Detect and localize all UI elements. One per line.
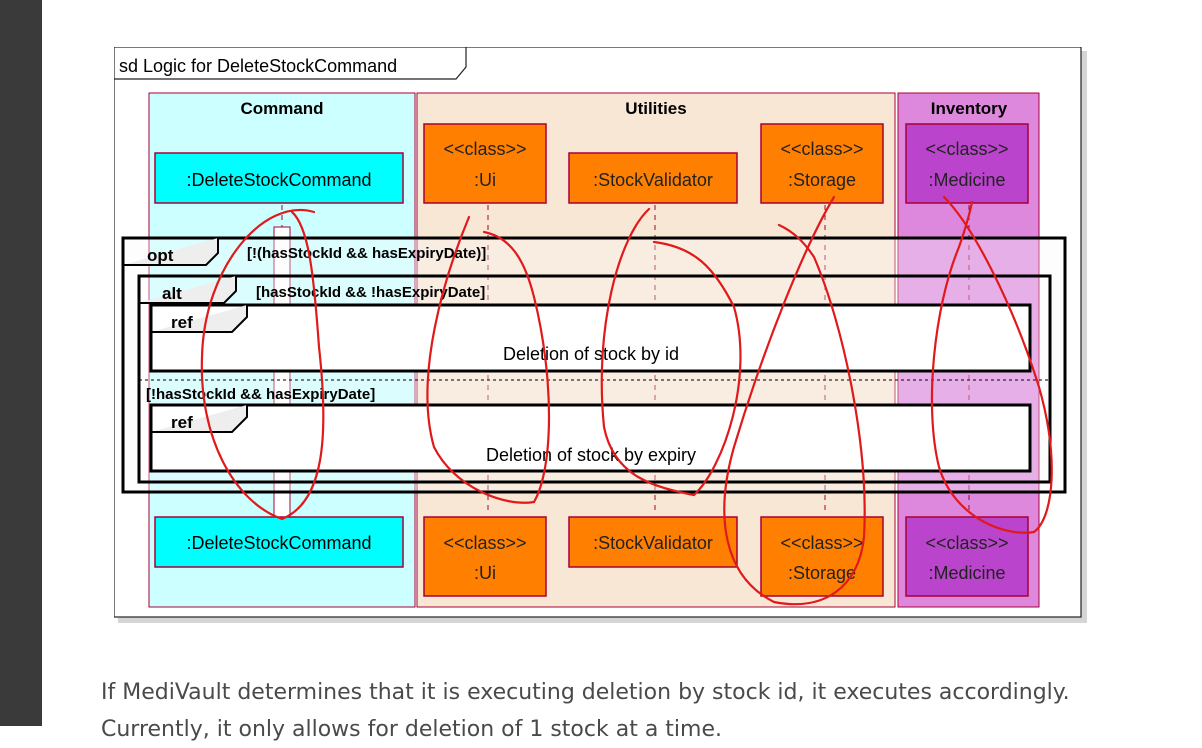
participant-label: :DeleteStockCommand (186, 533, 371, 553)
ref-keyword: ref (171, 313, 193, 332)
participant-stereotype: <<class>> (443, 533, 526, 553)
sequence-diagram: sd Logic for DeleteStockCommand Command … (114, 47, 1087, 623)
participant-ui-top (423, 123, 547, 204)
ref-keyword: ref (171, 413, 193, 432)
alt-fragment (137, 274, 1052, 484)
participant-label: :StockValidator (593, 170, 713, 190)
box-utilities-label: Utilities (625, 99, 686, 118)
participant-label: :DeleteStockCommand (186, 170, 371, 190)
participant-stereotype: <<class>> (925, 533, 1008, 553)
participant-storage-bottom (760, 516, 884, 597)
participant-delete-stock-command-bottom (154, 516, 404, 568)
alt-keyword: alt (162, 284, 182, 303)
participant-ui-bottom (423, 516, 547, 597)
ref-fragment-id (149, 303, 1032, 373)
ref-fragment-expiry (149, 403, 1032, 473)
participant-stereotype: <<class>> (780, 139, 863, 159)
participant-label: :Ui (474, 170, 496, 190)
participant-label: :Storage (788, 170, 856, 190)
ref-text: Deletion of stock by id (503, 344, 679, 364)
opt-keyword: opt (147, 246, 174, 265)
participant-label: :StockValidator (593, 533, 713, 553)
participant-label: :Storage (788, 563, 856, 583)
box-inventory-label: Inventory (931, 99, 1008, 118)
frame-title: sd Logic for DeleteStockCommand (119, 56, 397, 76)
participant-stereotype: <<class>> (780, 533, 863, 553)
participant-stereotype: <<class>> (443, 139, 526, 159)
participant-stock-validator-bottom (568, 516, 738, 568)
body-text: If MediVault determines that it is execu… (101, 674, 1161, 748)
participant-medicine-bottom (905, 516, 1029, 597)
alt-guard-1: [hasStockId && !hasExpiryDate] (256, 284, 485, 301)
body-text-line-1: If MediVault determines that it is execu… (101, 680, 1070, 705)
participant-storage-top (760, 123, 884, 204)
participant-stock-validator-top (568, 152, 738, 204)
body-text-line-2: Currently, it only allows for deletion o… (101, 717, 722, 742)
opt-guard: [!(hasStockId && hasExpiryDate)] (247, 245, 486, 262)
red-annotation-scribbles (200, 195, 1053, 606)
alt-guard-2: [!hasStockId && hasExpiryDate] (146, 386, 375, 403)
box-command-label: Command (240, 99, 323, 118)
ref-text: Deletion of stock by expiry (486, 445, 696, 465)
participant-label: :Medicine (928, 563, 1005, 583)
participant-delete-stock-command-top (154, 152, 404, 204)
left-sidebar-bar (0, 0, 42, 726)
participant-label: :Ui (474, 563, 496, 583)
participant-label: :Medicine (928, 170, 1005, 190)
participant-stereotype: <<class>> (925, 139, 1008, 159)
participant-medicine-top (905, 123, 1029, 204)
